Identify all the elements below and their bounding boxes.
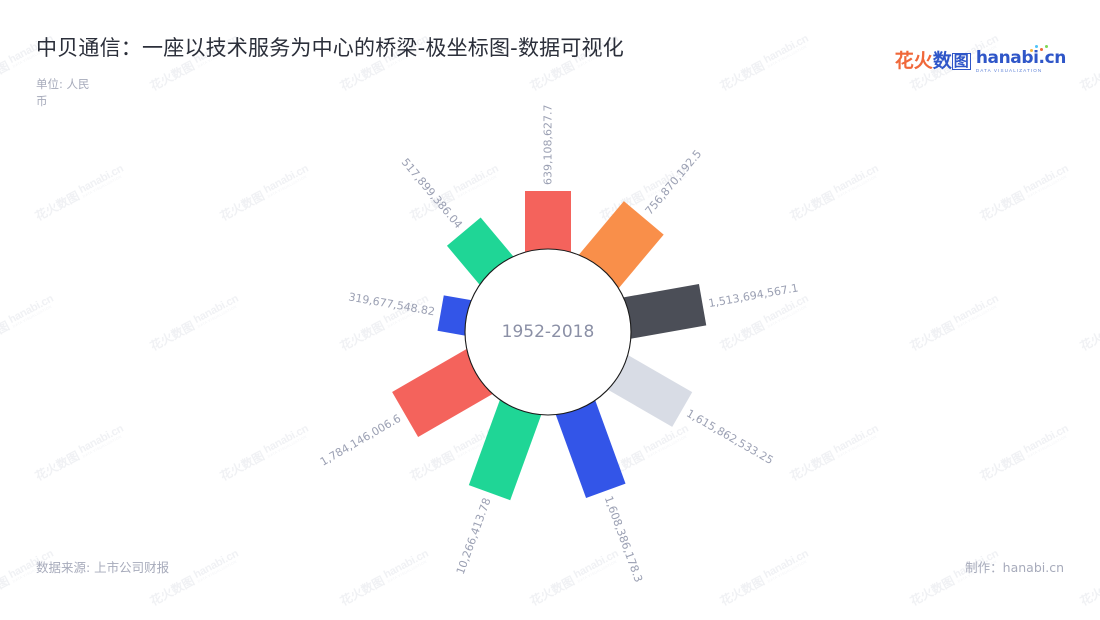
header: 中贝通信：一座以技术服务为中心的桥梁-极坐标图-数据可视化 单位: 人民币 — [36, 32, 624, 109]
page-title: 中贝通信：一座以技术服务为中心的桥梁-极坐标图-数据可视化 — [36, 36, 624, 60]
chart-value-label: 639,108,627.7 — [542, 105, 555, 185]
brand-char-hua: 花 — [894, 50, 914, 73]
brand-dots-icon — [1028, 45, 1050, 54]
chart-bar[interactable] — [606, 354, 693, 427]
chart-value-label: 319,677,548.82 — [347, 290, 435, 318]
chart-value-label: 517,899,386.04 — [399, 156, 465, 231]
brand-logo-cn: 花 火 数 图 — [895, 52, 971, 71]
footer-source: 数据来源: 上市公司财报 — [36, 560, 170, 575]
unit-subtitle: 单位: 人民币 — [36, 77, 90, 108]
chart-bar[interactable] — [392, 348, 493, 438]
chart-bar[interactable] — [468, 398, 542, 501]
chart-value-label: 1,513,694,567.1 — [707, 281, 799, 310]
chart-center-label: 1952-2018 — [502, 322, 595, 342]
chart-bars-group — [392, 191, 707, 501]
footer-credit: 制作：hanabi.cn — [965, 560, 1064, 575]
chart-bar[interactable] — [622, 284, 707, 339]
chart-bar[interactable] — [525, 191, 571, 253]
brand-char-shu: 数 — [932, 50, 952, 73]
chart-value-label: 10,266,413.78 — [454, 496, 494, 576]
chart-value-label: 1,784,146,006.6 — [318, 412, 403, 469]
chart-bar[interactable] — [437, 295, 474, 337]
brand-char-tu: 图 — [951, 52, 971, 71]
brand-wordmark: hanabi.cn — [975, 48, 1067, 68]
brand-logo: 花 火 数 图 hanabi.cn DATA VISUALIZATION — [895, 45, 1067, 74]
brand-tagline: DATA VISUALIZATION — [975, 68, 1043, 73]
brand-char-huo: 火 — [913, 50, 933, 73]
chart-inner-circle — [464, 248, 632, 416]
chart-value-label: 1,615,862,533.25 — [684, 407, 775, 467]
brand-logo-en: hanabi.cn DATA VISUALIZATION — [975, 45, 1067, 74]
chart-value-label: 1,608,386,178.3 — [602, 494, 645, 584]
chart-bar[interactable] — [578, 201, 664, 289]
chart-value-label: 756,870,192.5 — [643, 147, 705, 217]
chart-bar[interactable] — [555, 399, 626, 498]
